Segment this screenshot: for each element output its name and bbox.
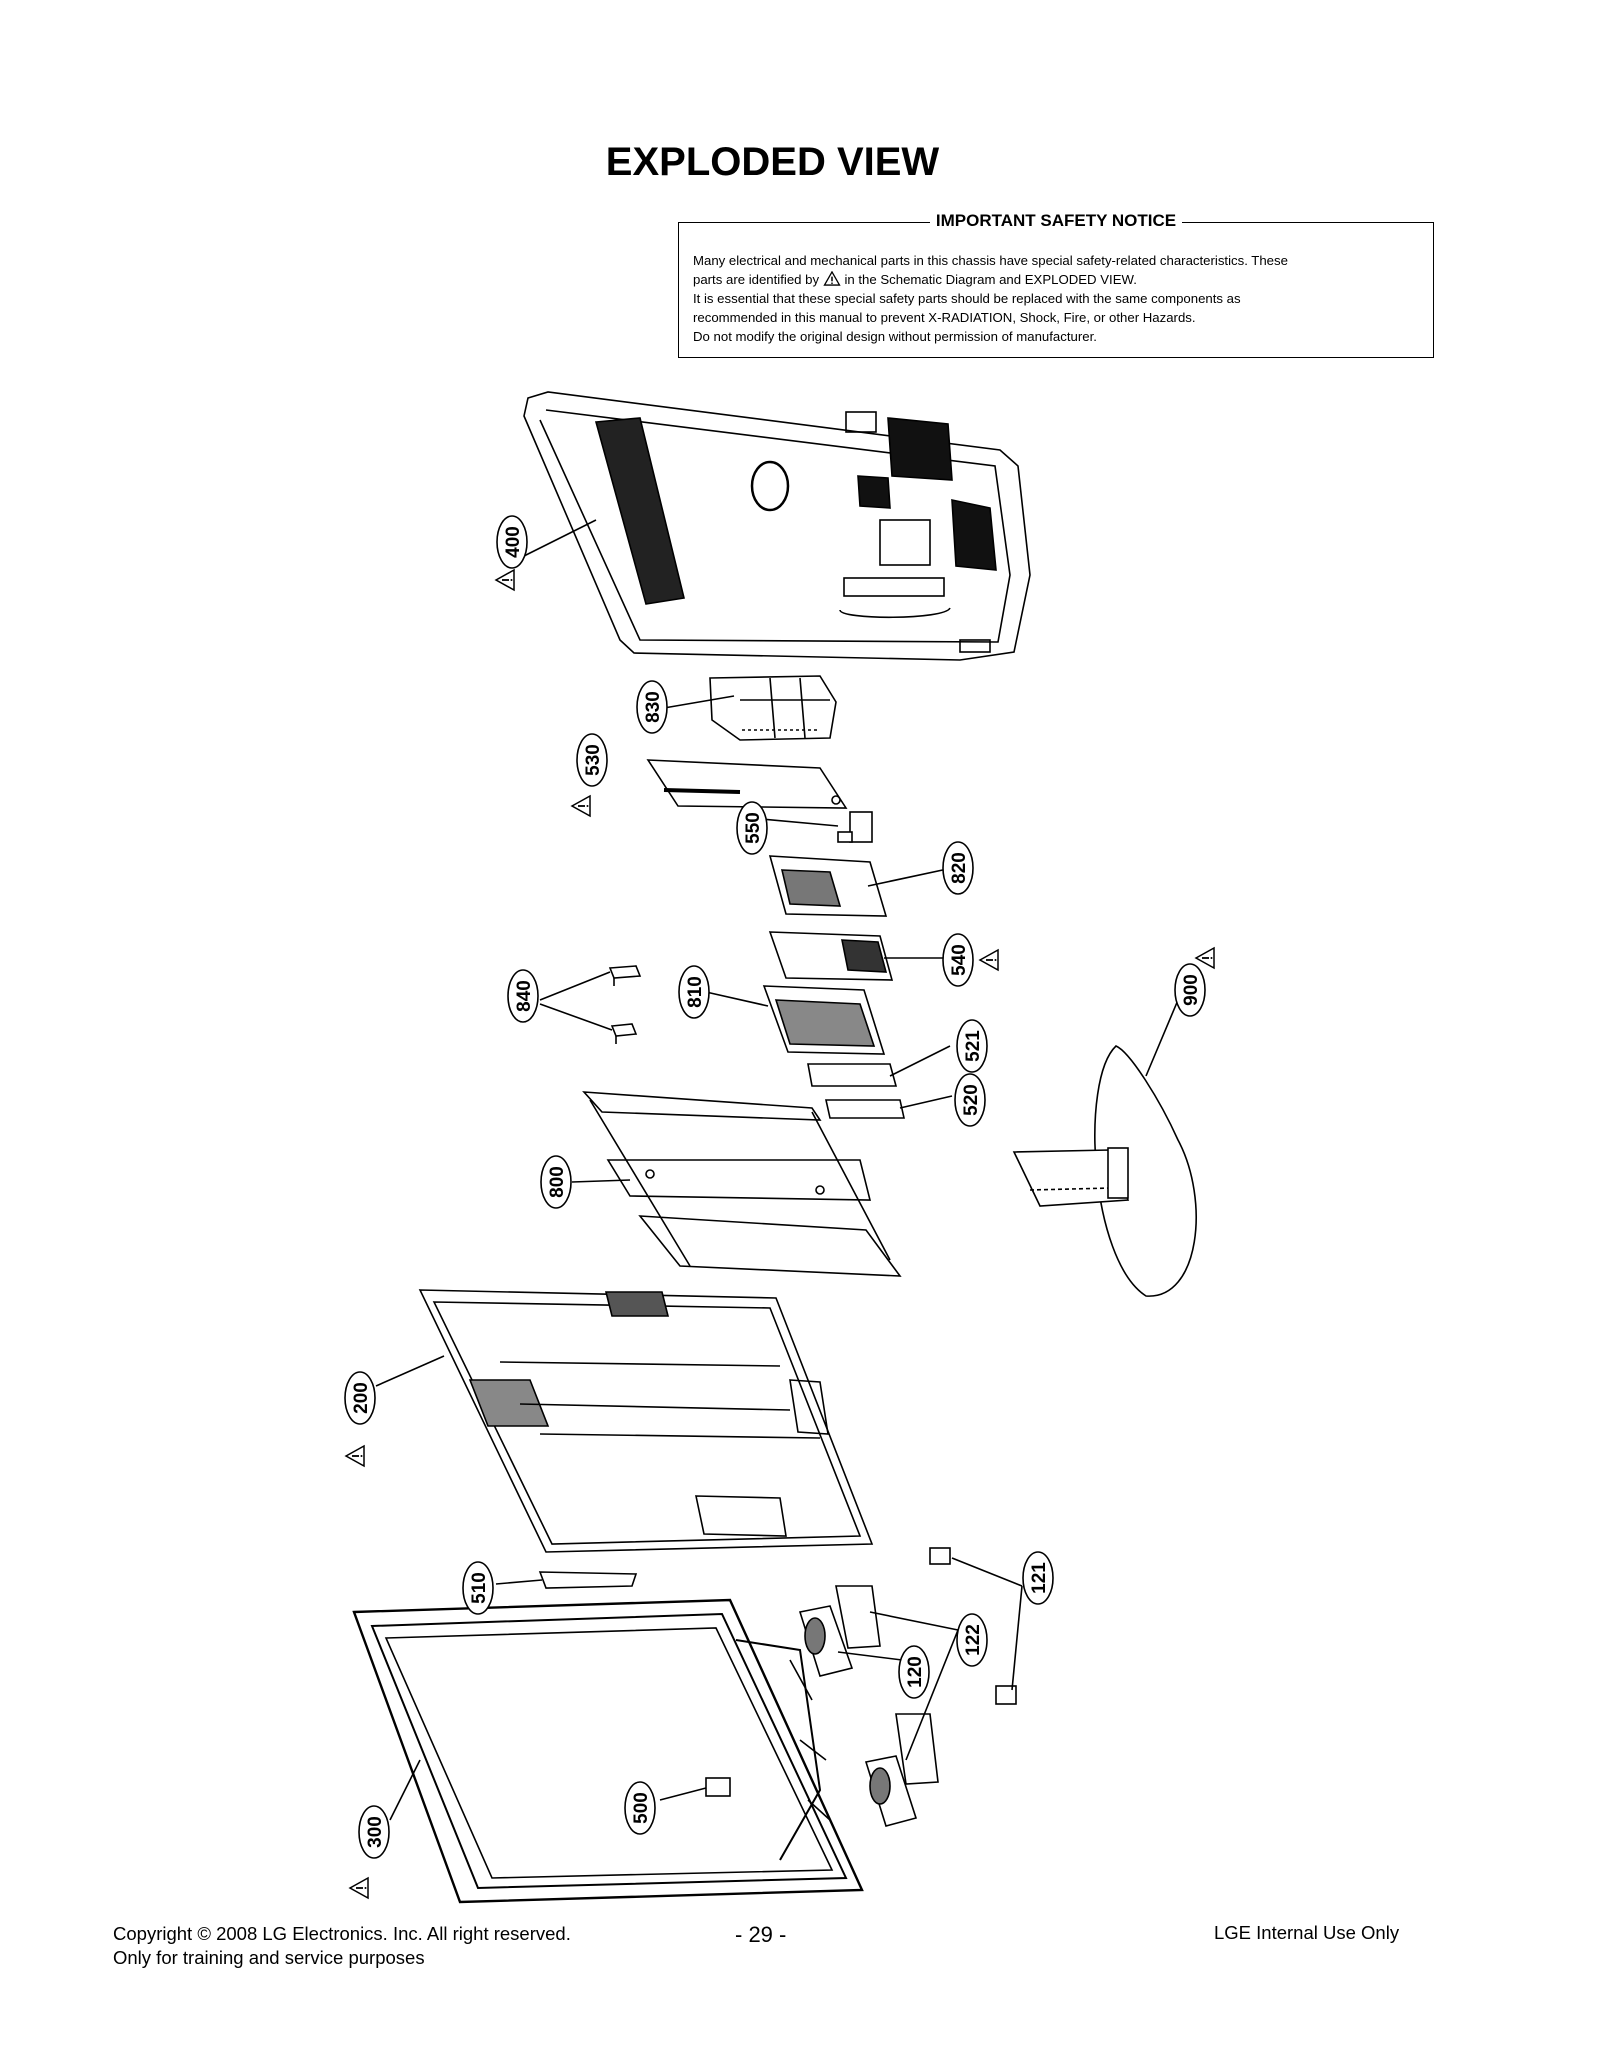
part-label-800: 800 [547,1166,568,1198]
page-title: EXPLODED VIEW [605,140,940,184]
notice-line-2-post: in the Schematic Diagram and EXPLODED VI… [844,272,1137,287]
part-label-500: 500 [631,1792,652,1824]
tuner-board-part [768,931,894,981]
upper-shield-part [768,855,888,917]
notice-line-2-pre: parts are identified by [693,272,820,287]
part-label-540: 540 [949,944,970,976]
part-label-530: 530 [583,744,604,776]
connector-part [837,811,873,843]
part-label-810: 810 [685,976,706,1008]
warning-triangle-icon [979,949,999,971]
frame-part [582,1091,902,1277]
main-board-part [646,759,848,809]
notice-line-3: It is essential that these special safet… [693,291,1241,306]
part-label-830: 830 [643,691,664,723]
footer-purpose: Only for training and service purposes [113,1947,425,1968]
warning-triangle-icon [1195,947,1215,969]
label-ovals [344,515,1206,1859]
part-labels: 400 830 530 550 820 540 840 810 521 520 … [351,526,1202,1848]
part-label-121: 121 [1029,1562,1050,1594]
footer-internal-use: LGE Internal Use Only [1214,1922,1400,1943]
safety-notice-heading-wrap: IMPORTANT SAFETY NOTICE [679,211,1433,231]
part-label-840: 840 [514,980,535,1012]
part-label-510: 510 [469,1572,490,1604]
lower-shield-part [762,985,886,1055]
speaker-part [798,1585,939,1827]
speaker-holder-part [929,1547,1017,1705]
safety-notice-box: IMPORTANT SAFETY NOTICE Many electrical … [678,211,1434,358]
shield-cover-part [709,675,837,741]
keypad-board-part [807,1063,905,1119]
sensor-board-part [705,1777,731,1797]
page-number: - 29 - [735,1922,787,1947]
part-label-521: 521 [963,1030,984,1062]
warning-triangle-icon [495,569,515,591]
warning-triangle-icon [571,795,591,817]
notice-line-5: Do not modify the original design withou… [693,329,1097,344]
warning-triangle-icon [345,1445,365,1467]
part-label-550: 550 [743,812,764,844]
footer-copyright-block: Copyright © 2008 LG Electronics. Inc. Al… [113,1922,571,1970]
part-label-820: 820 [949,852,970,884]
part-label-300: 300 [365,1816,386,1848]
footer-copyright: Copyright © 2008 LG Electronics. Inc. Al… [113,1923,571,1944]
notice-line-4: recommended in this manual to prevent X-… [693,310,1196,325]
part-label-400: 400 [503,526,524,558]
chassis-part [418,1289,874,1553]
leader-lines [375,519,1179,1821]
part-label-120: 120 [905,1656,926,1688]
stand-part [1012,1045,1197,1297]
part-label-200: 200 [351,1382,372,1414]
warning-triangle-icon [349,1877,369,1899]
part-label-520: 520 [961,1084,982,1116]
safety-notice-body: Many electrical and mechanical parts in … [693,251,1419,346]
front-bezel-part [352,1598,864,1904]
notice-line-1: Many electrical and mechanical parts in … [693,253,1288,268]
part-label-122: 122 [963,1624,984,1656]
warning-triangle-icon [823,271,841,286]
notice-line-2: parts are identified by in the Schematic… [693,270,1419,289]
safety-notice-heading: IMPORTANT SAFETY NOTICE [929,211,1183,230]
part-label-900: 900 [1181,974,1202,1006]
bracket-part [608,965,642,1044]
ir-board-part [538,1571,638,1589]
back-cover-part [523,391,1031,661]
